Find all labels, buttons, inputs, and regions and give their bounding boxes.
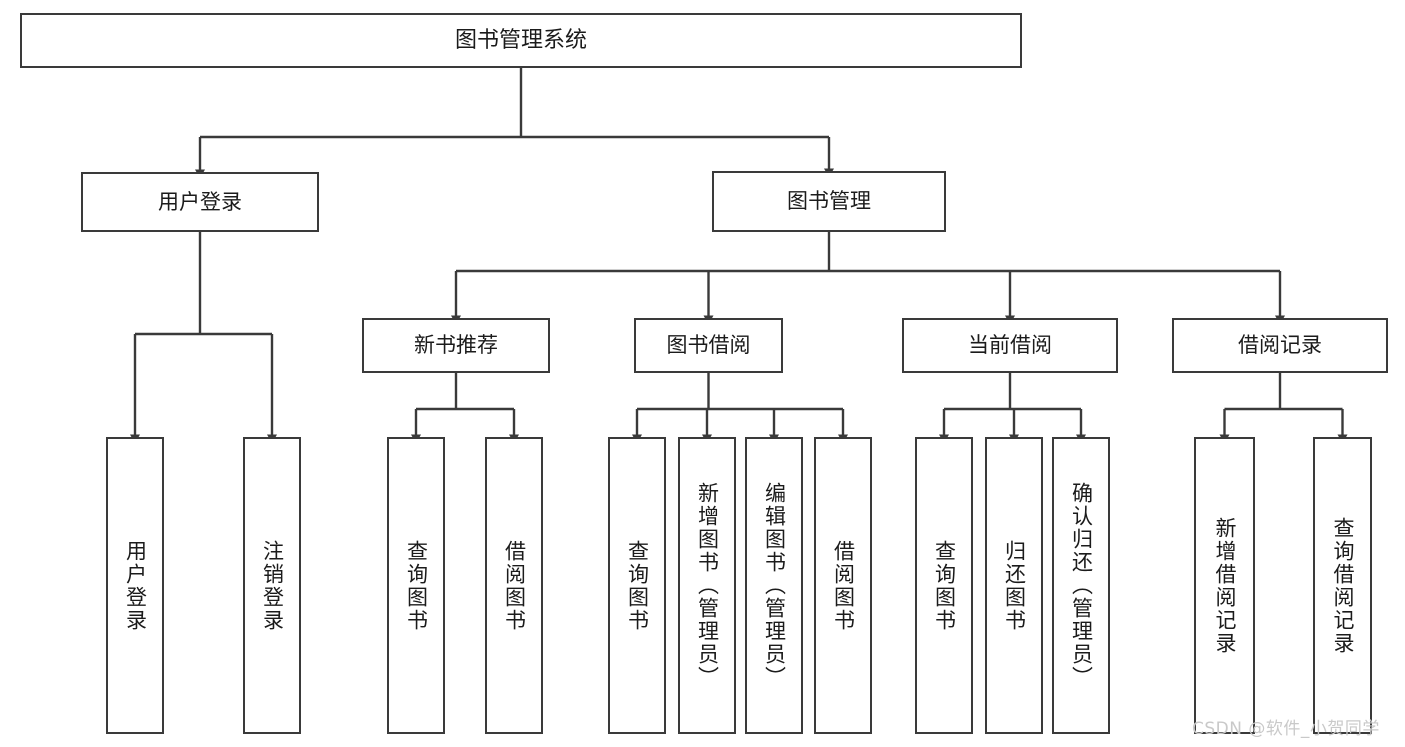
- node-borrow-record[interactable]: 借阅记录: [1172, 318, 1388, 373]
- node-book-manage[interactable]: 图书管理: [712, 171, 946, 232]
- leaf-query-book-3[interactable]: 查询图书: [915, 437, 973, 734]
- leaf-confirm-return-label: 确认归还（管理员）: [1069, 482, 1094, 689]
- leaf-add-record[interactable]: 新增借阅记录: [1194, 437, 1255, 734]
- node-user-login-label: 用户登录: [158, 189, 242, 214]
- leaf-query-book-1-label: 查询图书: [404, 539, 429, 632]
- leaf-return-book[interactable]: 归还图书: [985, 437, 1043, 734]
- leaf-logout[interactable]: 注销登录: [243, 437, 301, 734]
- node-borrow-record-label: 借阅记录: [1238, 333, 1322, 358]
- node-new-book-recommend[interactable]: 新书推荐: [362, 318, 550, 373]
- leaf-borrow-book-1[interactable]: 借阅图书: [485, 437, 543, 734]
- leaf-query-book-3-label: 查询图书: [932, 539, 957, 632]
- leaf-borrow-book-1-label: 借阅图书: [502, 539, 527, 632]
- leaf-query-book-2[interactable]: 查询图书: [608, 437, 666, 734]
- node-current-borrow-label: 当前借阅: [968, 333, 1052, 358]
- csdn-watermark: CSDN @软件_小贺同学: [1192, 719, 1380, 739]
- node-user-login[interactable]: 用户登录: [81, 172, 319, 232]
- leaf-borrow-book-2[interactable]: 借阅图书: [814, 437, 872, 734]
- leaf-confirm-return[interactable]: 确认归还（管理员）: [1052, 437, 1110, 734]
- leaf-query-record-label: 查询借阅记录: [1331, 516, 1355, 655]
- node-current-borrow[interactable]: 当前借阅: [902, 318, 1118, 373]
- node-book-borrow[interactable]: 图书借阅: [634, 318, 783, 373]
- edge-group: [130, 68, 1348, 444]
- leaf-edit-book-label: 编辑图书（管理员）: [762, 482, 787, 689]
- node-root-label: 图书管理系统: [454, 27, 587, 53]
- leaf-add-book-label: 新增图书（管理员）: [695, 482, 720, 689]
- leaf-user-login[interactable]: 用户登录: [106, 437, 164, 734]
- leaf-add-book[interactable]: 新增图书（管理员）: [678, 437, 736, 734]
- leaf-query-book-1[interactable]: 查询图书: [387, 437, 445, 734]
- leaf-add-record-label: 新增借阅记录: [1213, 516, 1237, 655]
- node-new-book-recommend-label: 新书推荐: [414, 333, 498, 358]
- leaf-logout-label: 注销登录: [260, 539, 285, 632]
- node-root[interactable]: 图书管理系统: [20, 13, 1022, 68]
- node-book-borrow-label: 图书借阅: [666, 333, 751, 358]
- leaf-user-login-label: 用户登录: [123, 539, 148, 632]
- node-book-manage-label: 图书管理: [787, 189, 871, 214]
- leaf-return-book-label: 归还图书: [1002, 539, 1027, 632]
- leaf-borrow-book-2-label: 借阅图书: [831, 539, 856, 632]
- leaf-query-record[interactable]: 查询借阅记录: [1313, 437, 1372, 734]
- leaf-edit-book[interactable]: 编辑图书（管理员）: [745, 437, 803, 734]
- leaf-query-book-2-label: 查询图书: [625, 539, 650, 632]
